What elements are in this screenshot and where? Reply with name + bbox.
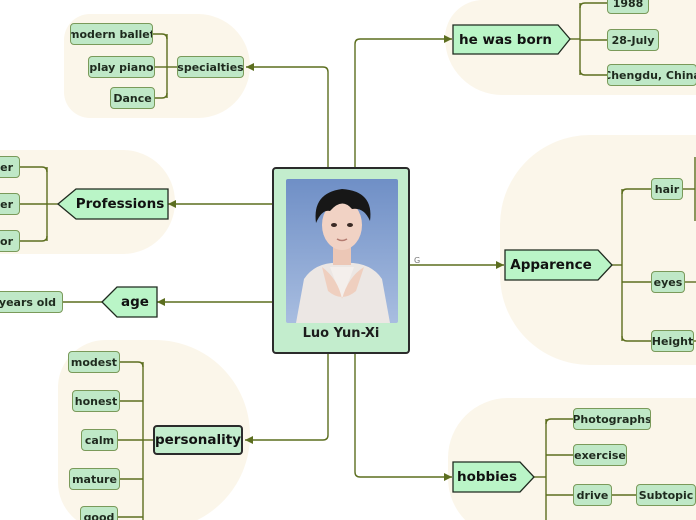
central-topic[interactable]: Luo Yun-Xi	[272, 167, 410, 354]
apparence-height[interactable]: Height	[651, 330, 694, 352]
topic-professions[interactable]: Professions	[75, 196, 165, 212]
personality-honest[interactable]: honest	[72, 390, 120, 412]
apparence-hair[interactable]: hair	[651, 178, 683, 200]
topic-specialties[interactable]: specialties	[177, 56, 244, 78]
born-date[interactable]: 28-July	[607, 29, 659, 51]
hobby-drive[interactable]: drive	[573, 484, 612, 506]
born-year[interactable]: 1988	[607, 0, 649, 14]
profession-item-2[interactable]: cer	[0, 193, 20, 215]
hobby-exercise[interactable]: exercise	[573, 444, 627, 466]
profession-item-3[interactable]: tor	[0, 230, 20, 252]
link-personality	[245, 354, 329, 441]
link-born	[354, 38, 452, 167]
arrow-born	[444, 35, 452, 43]
personality-calm[interactable]: calm	[81, 429, 118, 451]
topic-age[interactable]: age	[121, 294, 149, 310]
marker-g: G	[414, 256, 421, 265]
arrow-professions	[168, 200, 176, 208]
personality-good[interactable]: good	[80, 506, 118, 520]
born-shape	[452, 24, 571, 55]
age-value[interactable]: ur years old	[0, 291, 63, 313]
professions-shape	[56, 188, 169, 220]
portrait-photo	[286, 179, 398, 323]
profession-item-1[interactable]: ger	[0, 156, 20, 178]
topic-hobbies[interactable]: hobbies	[456, 469, 518, 485]
link-hobbies	[354, 354, 452, 478]
link-specialties	[246, 66, 329, 167]
specialty-modern-ballet[interactable]: modern ballet	[70, 23, 153, 45]
personality-mature[interactable]: mature	[69, 468, 120, 490]
hobby-drive-subtopic[interactable]: Subtopic	[636, 484, 696, 506]
apparence-shape	[504, 249, 613, 281]
born-place[interactable]: Chengdu, China	[607, 64, 696, 86]
hobby-photographs[interactable]: Photographs	[573, 408, 651, 430]
arrow-apparence	[496, 261, 504, 269]
arrow-age	[157, 298, 165, 306]
apparence-eyes[interactable]: eyes	[651, 271, 685, 293]
age-shape	[101, 286, 158, 318]
hobbies-shape	[452, 461, 535, 493]
arrow-specialties	[246, 63, 254, 71]
personality-modest[interactable]: modest	[68, 351, 120, 373]
arrow-personality	[245, 436, 253, 444]
central-topic-label: Luo Yun-Xi	[302, 326, 380, 341]
specialty-play-piano[interactable]: play piano	[88, 56, 155, 78]
topic-he-was-born[interactable]: he was born	[459, 32, 552, 48]
arrow-hobbies	[444, 473, 452, 481]
topic-personality[interactable]: personality	[153, 425, 243, 455]
specialty-dance[interactable]: Dance	[110, 87, 155, 109]
topic-apparence[interactable]: Apparence	[510, 257, 592, 273]
